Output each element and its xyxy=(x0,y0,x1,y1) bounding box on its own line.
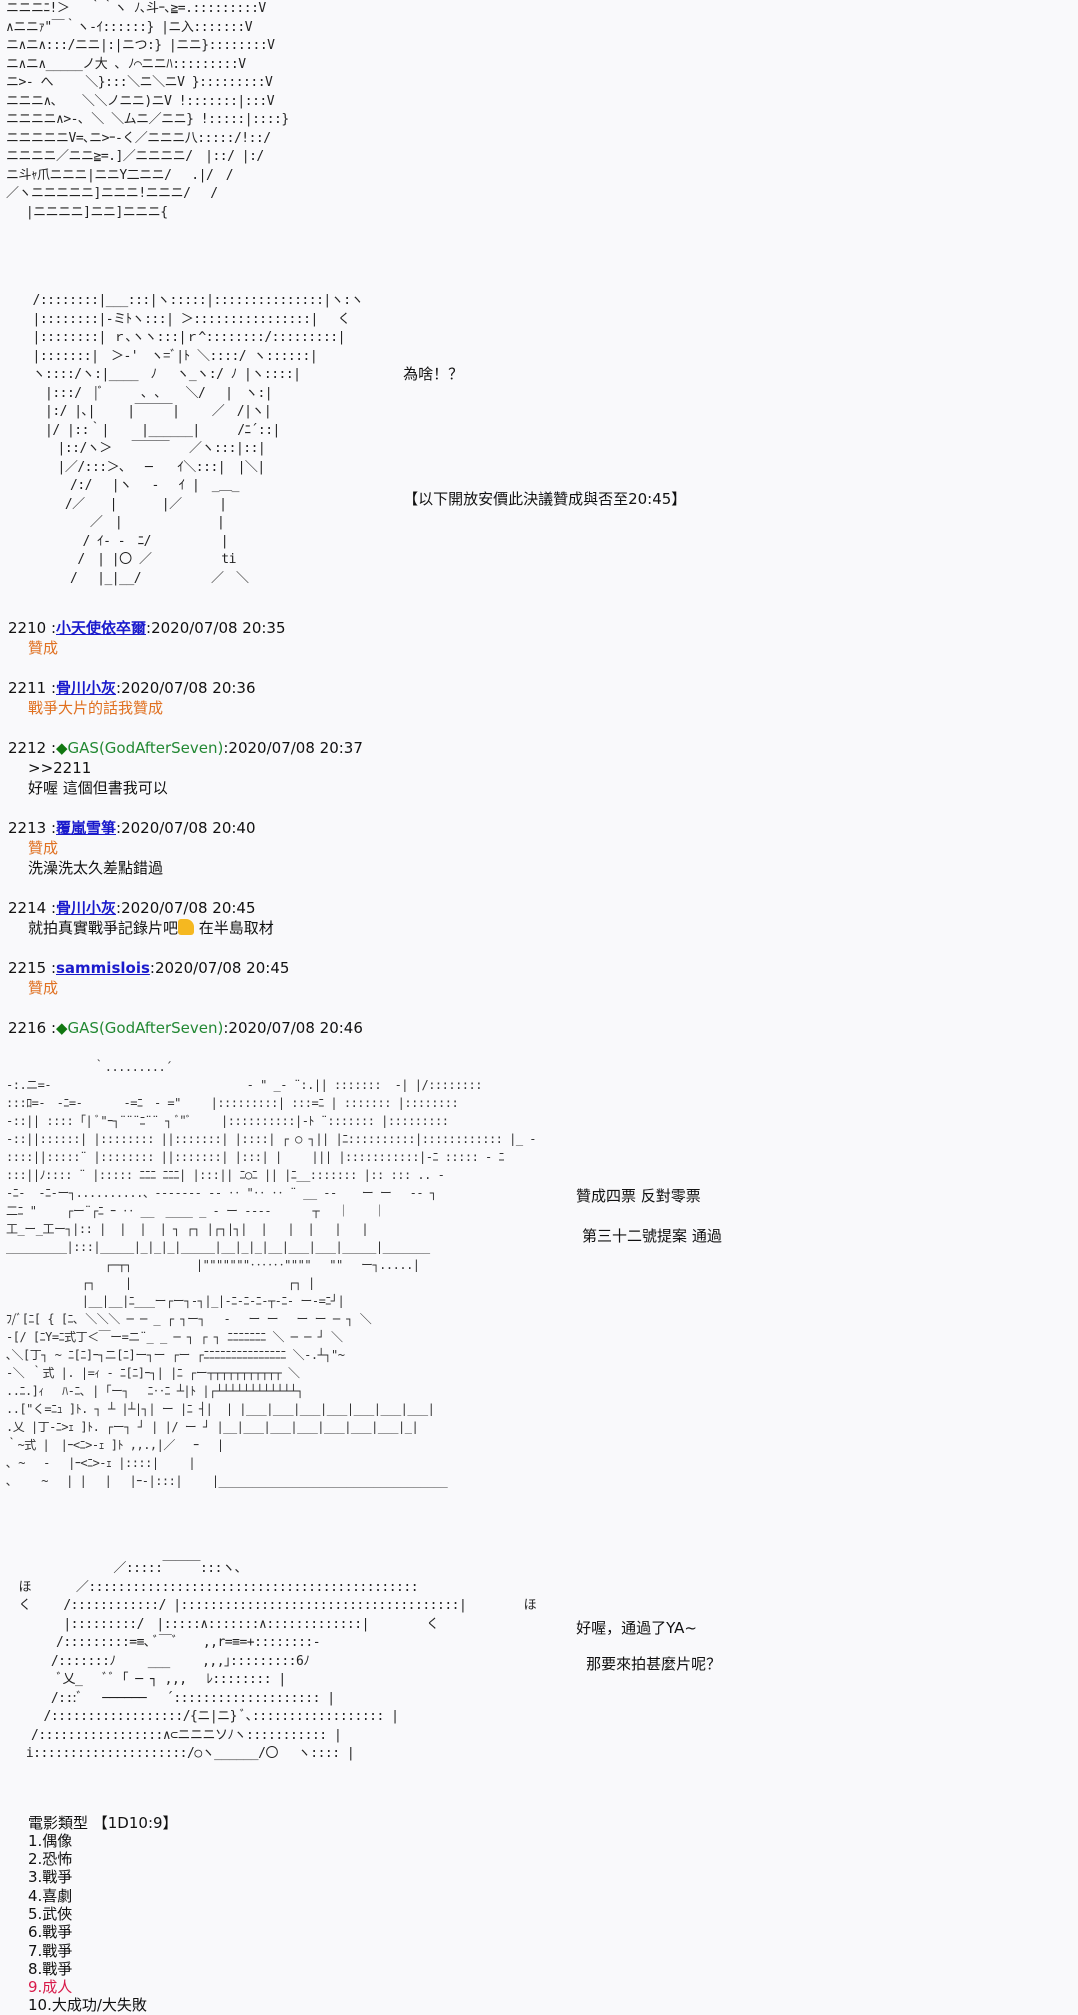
author-name: ◆GAS(GodAfterSeven) xyxy=(56,1019,224,1037)
post-body-line: 戰爭大片的話我贊成 xyxy=(28,699,164,717)
post-header: 2212 :◆GAS(GodAfterSeven):2020/07/08 20:… xyxy=(8,738,1078,758)
diamond-icon: ◆ xyxy=(56,739,68,757)
author-link[interactable]: 骨川小灰 xyxy=(56,899,117,917)
post-header: 2211 :骨川小灰:2020/07/08 20:36 xyxy=(8,678,1078,698)
vote-notice: 【以下開放安價此決議贊成與否至20:45】 xyxy=(403,490,687,508)
post-date: :2020/07/08 20:35 xyxy=(146,619,286,637)
post-body-line: 洗澡洗太久差點錯過 xyxy=(28,859,164,877)
vote-result: 贊成四票 反對零票 xyxy=(576,1187,701,1205)
post-header: 2215 :sammislois:2020/07/08 20:45 xyxy=(8,958,1078,978)
author-link[interactable]: 骨川小灰 xyxy=(56,679,117,697)
ascii-art-top: ニニニﾆ!＞ ｀｀ヽ ﾉ､斗ｰ､≧=.:::::::::V ∧ニニｧ"￣｀ヽ-ｲ… xyxy=(6,1,289,220)
movie-option: 1.偶像 xyxy=(28,1831,73,1850)
post-date: :2020/07/08 20:45 xyxy=(116,899,256,917)
post-date: :2020/07/08 20:37 xyxy=(223,739,363,757)
post-body-line: 贊成 xyxy=(28,839,59,857)
vote-summary: 贊成四票 反對零票 第三十二號提案 通過 xyxy=(576,1058,722,1246)
post-date: :2020/07/08 20:45 xyxy=(149,959,290,977)
post-body-line: 好喔 這個但書我可以 xyxy=(28,779,168,797)
post-number: 2212 : xyxy=(8,739,56,757)
post-body-line: 贊成 xyxy=(28,639,59,657)
thumbs-up-icon xyxy=(178,919,195,935)
post-date: :2020/07/08 20:46 xyxy=(223,1019,363,1037)
section-character-2: ／:::::￣￣￣:::ヽ、 ほ ／::::::::::::::::::::::… xyxy=(6,1560,1078,1764)
post-header: 2214 :骨川小灰:2020/07/08 20:45 xyxy=(8,898,1078,918)
post-body-line: 贊成 xyxy=(28,979,59,997)
movie-option: 7.戰爭 xyxy=(28,1941,73,1960)
post-number: 2215 : xyxy=(8,959,56,977)
author-link[interactable]: sammislois xyxy=(56,959,150,977)
section-character: /::::::::|___:::|ヽ:::::|:::::::::::::::|… xyxy=(20,292,1078,588)
movie-option: 3.戰爭 xyxy=(28,1868,73,1887)
movie-option: 8.戰爭 xyxy=(28,1959,73,1978)
ascii-art-scene: ｀.........´ -:.ニ=- - " _- ¨:.|| ::::::: … xyxy=(6,1060,537,1488)
post-date: :2020/07/08 20:40 xyxy=(116,819,256,837)
passed-label: 通過 xyxy=(691,1227,722,1245)
post: 2216 :◆GAS(GodAfterSeven):2020/07/08 20:… xyxy=(8,1018,1078,1038)
author-name: ◆GAS(GodAfterSeven) xyxy=(56,739,224,757)
dialogue-text-2: 好喔，通過了YA~ xyxy=(576,1619,697,1637)
section-scene: ｀.........´ -:.ニ=- - " _- ¨:.|| ::::::: … xyxy=(6,1058,1078,1490)
movie-option: 9.成人 xyxy=(28,1978,73,1997)
author-link[interactable]: 覆嵐雪箏 xyxy=(56,819,117,837)
diamond-icon: ◆ xyxy=(56,1019,68,1037)
post-header: 2216 :◆GAS(GodAfterSeven):2020/07/08 20:… xyxy=(8,1018,1078,1038)
post-number: 2210 : xyxy=(8,619,56,637)
movie-option: 6.戰爭 xyxy=(28,1923,73,1942)
post-number: 2214 : xyxy=(8,899,56,917)
post-body-line: 就拍真實戰爭記錄片吧 在半島取材 xyxy=(28,919,274,937)
post-date: :2020/07/08 20:36 xyxy=(116,679,256,697)
movie-option: 10.大成功/大失敗 xyxy=(28,1996,147,2015)
ascii-art-character: /::::::::|___:::|ヽ:::::|:::::::::::::::|… xyxy=(32,293,364,586)
reply-link[interactable]: >>2211 xyxy=(28,759,92,777)
dialogue-text: 為啥！？ xyxy=(403,365,464,383)
post-number: 2211 : xyxy=(8,679,56,697)
movie-option: 4.喜劇 xyxy=(28,1886,73,1905)
movie-option: 5.武俠 xyxy=(28,1904,73,1923)
movie-list-title: 電影類型 【1D10:9】 xyxy=(28,1813,178,1832)
post-header: 2210 :小天使依卒爾:2020/07/08 20:35 xyxy=(8,618,1078,638)
post-number: 2216 : xyxy=(8,1019,56,1037)
post-number: 2213 : xyxy=(8,819,56,837)
dialogue-text-3: 那要來拍甚麼片呢？ xyxy=(586,1655,722,1673)
character-2-dialogue: 好喔，通過了YA~ 那要來拍甚麼片呢？ xyxy=(576,1560,721,1674)
character-dialogue: 為啥！？ 【以下開放安價此決議贊成與否至20:45】 xyxy=(403,292,686,509)
proposal-name: 第三十二號提案 xyxy=(582,1227,688,1245)
author-link[interactable]: 小天使依卒爾 xyxy=(56,619,147,637)
post: 2212 :◆GAS(GodAfterSeven):2020/07/08 20:… xyxy=(8,738,1078,798)
proposal-result: 第三十二號提案 通過 xyxy=(582,1226,722,1246)
movie-option: 2.恐怖 xyxy=(28,1850,73,1869)
ascii-art-character-2: ／:::::￣￣￣:::ヽ、 ほ ／::::::::::::::::::::::… xyxy=(18,1561,537,1761)
section-top-art: ニニニﾆ!＞ ｀｀ヽ ﾉ､斗ｰ､≧=.:::::::::V ∧ニニｧ"￣｀ヽ-ｲ… xyxy=(6,0,1078,222)
post-header: 2213 :覆嵐雪箏:2020/07/08 20:40 xyxy=(8,818,1078,838)
